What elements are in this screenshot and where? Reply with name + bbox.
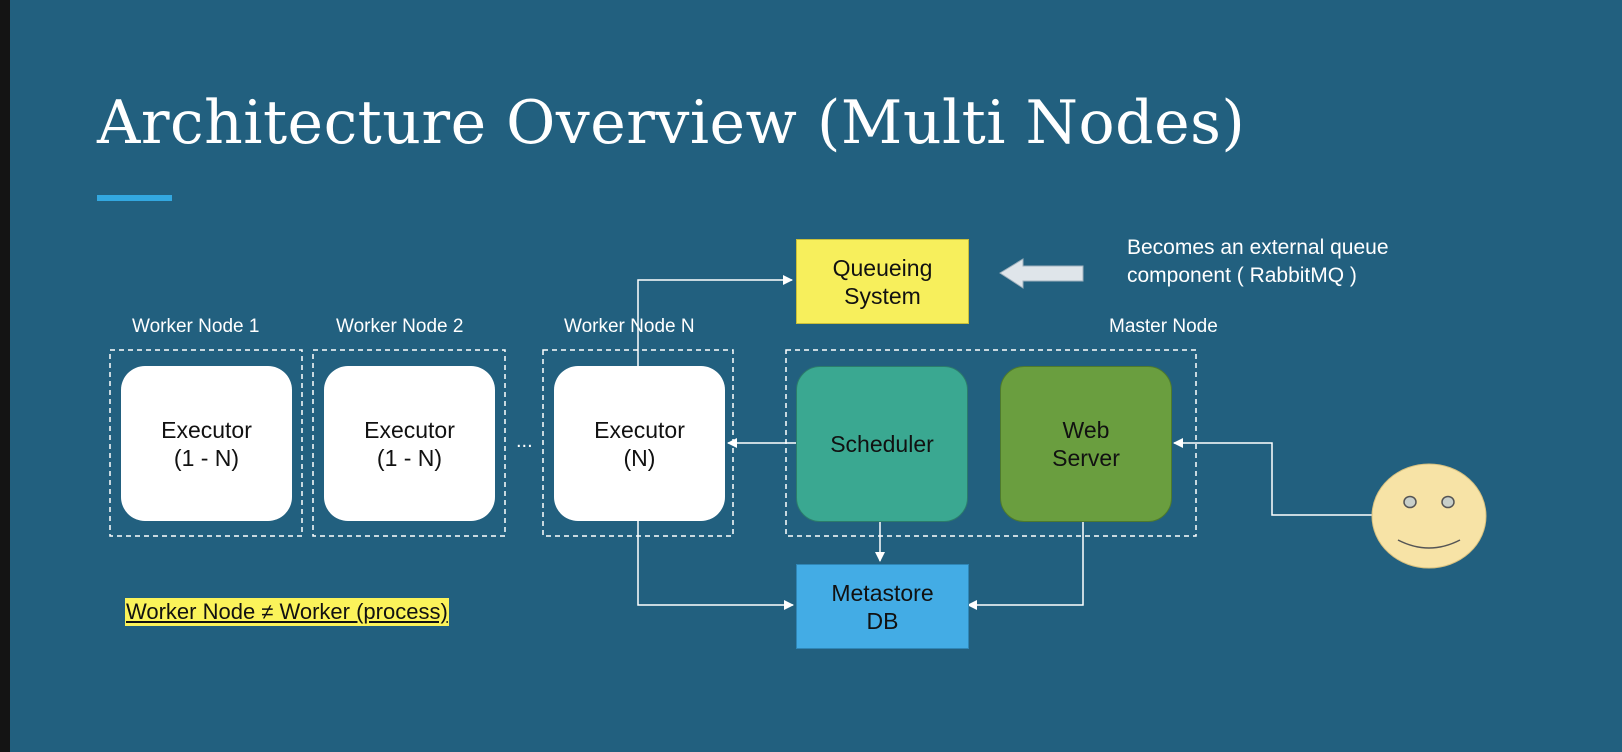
worker-node-n-label: Worker Node N [564,316,695,337]
slide: Architecture Overview (Multi Nodes) [10,0,1622,752]
executor-2-subtitle: (1 - N) [376,444,443,471]
executor-1-box: Executor (1 - N) [121,366,292,521]
executor-to-queue-connector [637,275,793,366]
scheduler-label: Scheduler [830,431,934,457]
slide-title: Architecture Overview (Multi Nodes) [97,88,1246,158]
executor-to-metastore-connector [637,521,794,610]
executor-1-subtitle: (1 - N) [173,444,240,471]
left-edge-strip [0,0,10,752]
queue-line-2: System [844,282,921,309]
executor-n-box: Executor (N) [554,366,725,521]
connector-layer [109,258,1487,610]
web-server-line-2: Server [1052,445,1120,471]
web-server-line-1: Web [1062,417,1110,443]
title-underline-accent [97,195,172,201]
worker-node-2-label: Worker Node 2 [336,316,464,337]
queue-line-1: Queueing [832,254,933,281]
metastore-line-2: DB [866,607,899,634]
user-to-webserver-connector [1173,438,1372,516]
scheduler-box: Scheduler [796,366,968,522]
external-note-line-2: component ( RabbitMQ ) [1127,264,1357,287]
external-queue-note: Becomes an external queue component ( Ra… [1127,234,1389,290]
executor-2-box: Executor (1 - N) [324,366,495,521]
smiley-face-icon [1371,463,1487,569]
worker-node-1-label: Worker Node 1 [132,316,260,337]
left-arrow-icon [999,258,1084,289]
executor-1-title: Executor [161,416,252,443]
worker-node-highlight-note: Worker Node ≠ Worker (process) [125,598,449,626]
metastore-line-1: Metastore [831,579,934,606]
queueing-system-box: Queueing System [796,239,969,324]
executor-n-subtitle: (N) [623,444,656,471]
web-server-box: Web Server [1000,366,1172,522]
external-note-line-1: Becomes an external queue [1127,236,1389,259]
master-node-label: Master Node [1109,316,1218,337]
metastore-db-box: Metastore DB [796,564,969,649]
executor-n-title: Executor [594,416,685,443]
webserver-to-metastore-connector [967,521,1084,610]
ellipsis: ... [516,430,533,452]
executor-2-title: Executor [364,416,455,443]
